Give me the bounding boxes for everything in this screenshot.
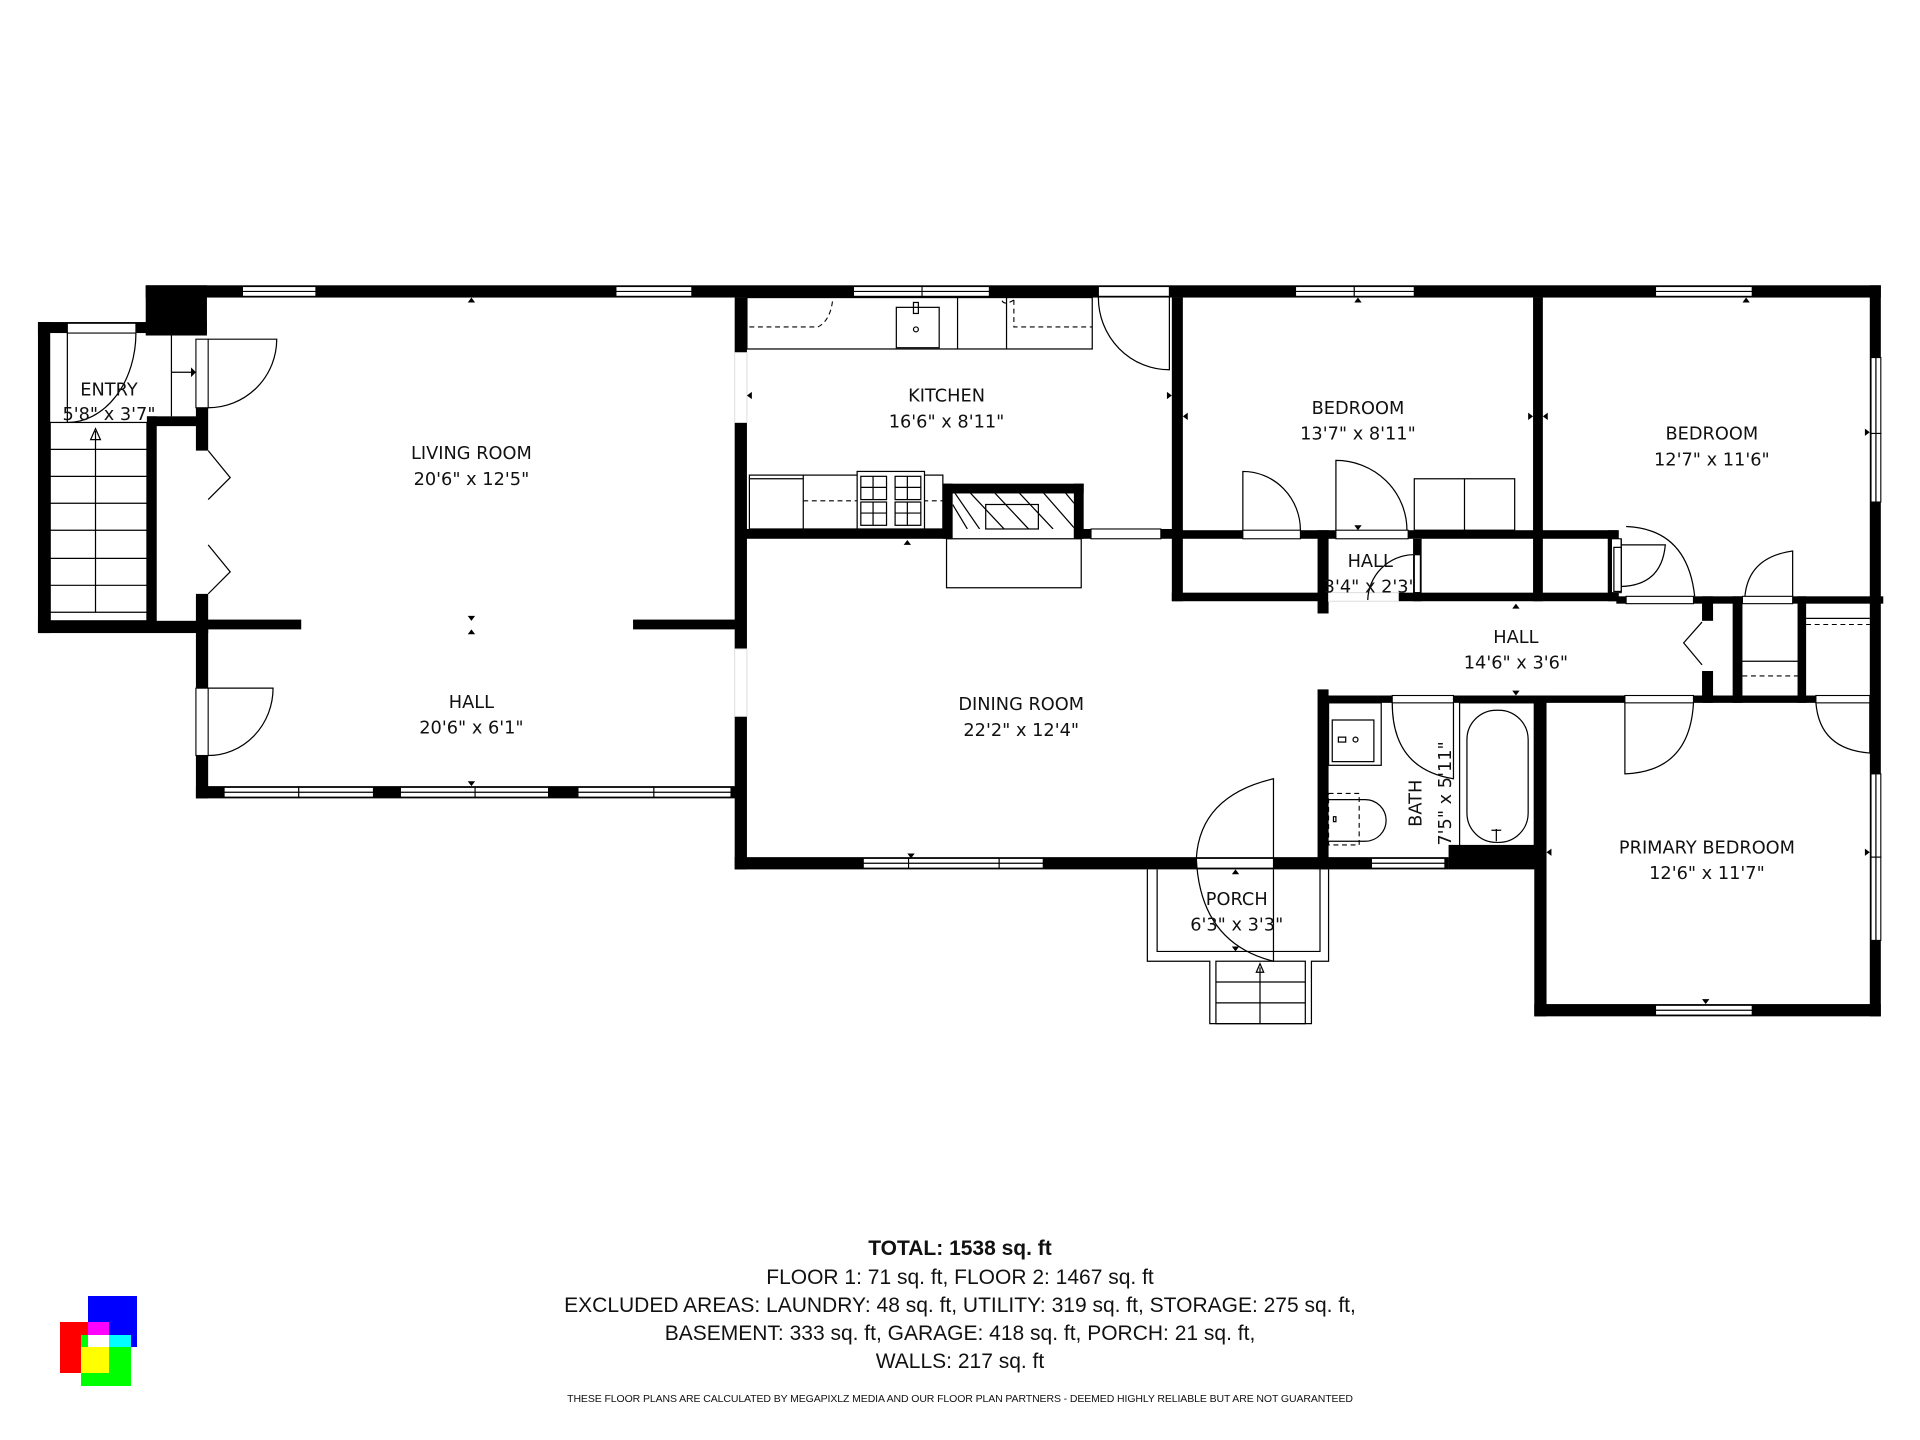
room-label-bedroom-1: BEDROOM	[1312, 399, 1405, 419]
floor-areas: FLOOR 1: 71 sq. ft, FLOOR 2: 1467 sq. ft	[766, 1266, 1154, 1289]
room-label-dining-room: DINING ROOM	[958, 695, 1084, 715]
room-label-entry: ENTRY	[80, 381, 138, 401]
total-area: TOTAL: 1538 sq. ft	[868, 1237, 1052, 1260]
room-dims-hall-main: 14'6" x 3'6"	[1464, 654, 1568, 674]
room-dims-primary-bedroom: 12'6" x 11'7"	[1649, 864, 1765, 884]
room-label-hall-lower: HALL	[449, 693, 494, 713]
excluded-areas-line-1: EXCLUDED AREAS: LAUNDRY: 48 sq. ft, UTIL…	[564, 1294, 1356, 1317]
dimension-markers	[467, 297, 1870, 1005]
room-label-bath: BATH	[1407, 780, 1427, 827]
room-dims-entry: 5'8" x 3'7"	[62, 405, 155, 425]
walls-area: WALLS: 217 sq. ft	[875, 1350, 1045, 1373]
room-dims-hall-lower: 20'6" x 6'1"	[419, 718, 523, 738]
disclaimer: THESE FLOOR PLANS ARE CALCULATED BY MEGA…	[567, 1393, 1353, 1405]
room-label-living-room: LIVING ROOM	[411, 444, 532, 464]
fireplace	[945, 493, 1082, 589]
room-label-bedroom-2: BEDROOM	[1666, 425, 1759, 445]
excluded-areas-line-2: BASEMENT: 333 sq. ft, GARAGE: 418 sq. ft…	[664, 1322, 1256, 1345]
room-dims-bath: 7'5" x 5'11"	[1436, 741, 1456, 845]
room-dims-hall-small: 3'4" x 2'3"	[1324, 578, 1417, 598]
room-labels: ENTRY 5'8" x 3'7" LIVING ROOM 20'6" x 12…	[62, 381, 1795, 936]
room-label-kitchen: KITCHEN	[908, 387, 985, 407]
stove-burners	[860, 475, 922, 526]
room-dims-bedroom-2: 12'7" x 11'6"	[1654, 450, 1770, 470]
room-dims-kitchen: 16'6" x 8'11"	[889, 412, 1005, 432]
doors-and-fixtures	[49, 296, 1871, 1025]
room-dims-bedroom-1: 13'7" x 8'11"	[1300, 425, 1416, 445]
room-label-primary-bedroom: PRIMARY BEDROOM	[1619, 838, 1795, 858]
porch-structure	[1146, 869, 1330, 1025]
room-label-hall-main: HALL	[1493, 628, 1538, 648]
room-dims-dining-room: 22'2" x 12'4"	[963, 721, 1079, 741]
windows	[66, 285, 1882, 1016]
room-dims-living-room: 20'6" x 12'5"	[414, 470, 530, 490]
room-dims-porch: 6'3" x 3'3"	[1190, 916, 1283, 936]
room-label-porch: PORCH	[1206, 890, 1268, 910]
stair-treads	[50, 427, 147, 613]
room-label-hall-small: HALL	[1348, 552, 1393, 572]
